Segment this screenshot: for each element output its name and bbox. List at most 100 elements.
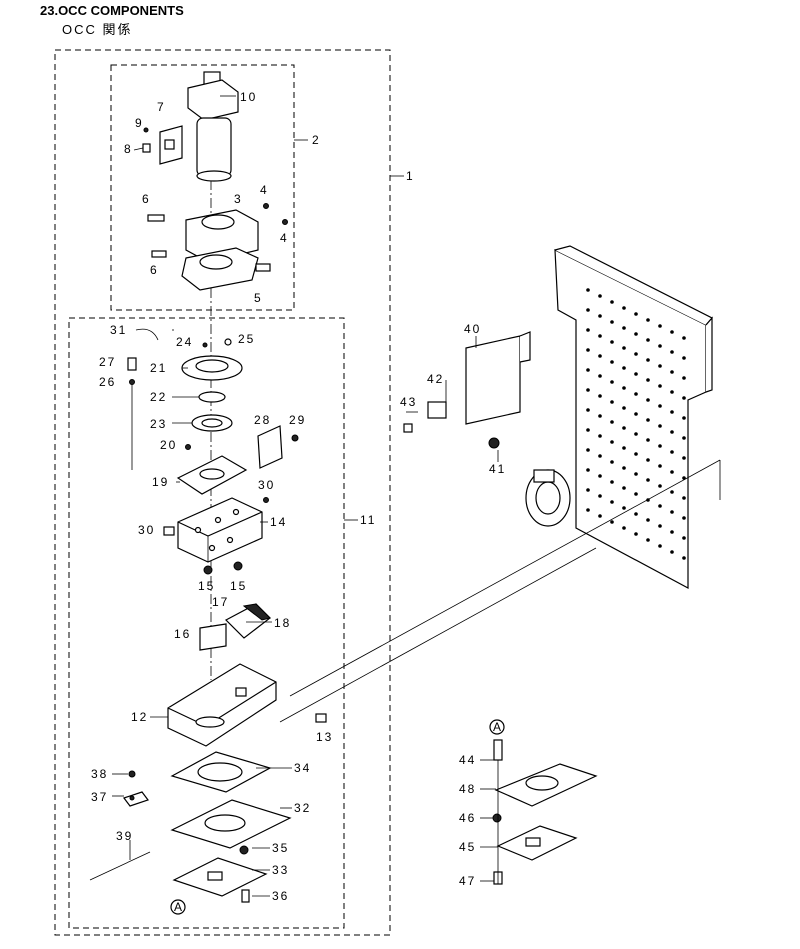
label-part-45: 45 [459, 840, 476, 854]
marker-circle-a-left [170, 899, 186, 915]
board-hole [598, 354, 602, 358]
board-hole [646, 438, 650, 442]
board-hole [622, 406, 626, 410]
label-part-43: 43 [400, 395, 417, 409]
board-hole [586, 448, 590, 452]
board-hole [622, 366, 626, 370]
page-title: 23.OCC COMPONENTS [40, 3, 184, 18]
marker-a-right: A [493, 720, 503, 734]
sub-assembly-A [492, 739, 598, 885]
board-hole [658, 424, 662, 428]
label-part-20: 20 [160, 438, 177, 452]
board-hole [586, 308, 590, 312]
label-part-6b: 6 [150, 263, 159, 277]
label-part-23: 23 [150, 417, 167, 431]
label-part-4b: 4 [280, 231, 289, 245]
board-hole [646, 378, 650, 382]
leader-lines [112, 95, 499, 897]
board-hole [646, 498, 650, 502]
label-part-14: 14 [270, 515, 287, 529]
page-subtitle: OCC 関係 [62, 22, 133, 37]
board-hole [622, 506, 626, 510]
label-part-30b: 30 [138, 523, 155, 537]
board-hole [622, 486, 626, 490]
clip-42 [427, 401, 447, 419]
part-labels: 1 2 3 4 4 5 6 6 7 8 9 10 11 12 13 14 15 … [91, 90, 504, 903]
board-hole [646, 318, 650, 322]
board-hole [610, 520, 614, 524]
board-hole [586, 488, 590, 492]
bracket-28 [257, 425, 299, 469]
board-hole [670, 350, 674, 354]
label-part-26: 26 [99, 375, 116, 389]
board-hole [586, 508, 590, 512]
board-hole [598, 294, 602, 298]
board-hole [622, 426, 626, 430]
board-hole [646, 518, 650, 522]
board-hole [682, 476, 686, 480]
board-hole [610, 360, 614, 364]
board-hole [670, 450, 674, 454]
board-hole [610, 320, 614, 324]
label-part-15b: 15 [230, 579, 247, 593]
label-part-8: 8 [124, 142, 133, 156]
board-hole [634, 372, 638, 376]
board-hole [598, 414, 602, 418]
board-hole [610, 340, 614, 344]
label-part-31: 31 [110, 323, 127, 337]
sensor-body-14 [163, 497, 269, 575]
board-hole [586, 468, 590, 472]
cable-tie-39 [89, 851, 151, 881]
label-part-33: 33 [272, 863, 289, 877]
cover-40 [465, 331, 531, 425]
board-hole [658, 544, 662, 548]
board-hole [610, 460, 614, 464]
plate-33 [172, 857, 268, 897]
board-hole [658, 524, 662, 528]
board-hole [658, 484, 662, 488]
board-hole [622, 386, 626, 390]
slotted-disk-21 [181, 338, 243, 381]
board-hole [622, 526, 626, 530]
clip-31 [135, 328, 159, 341]
board-hole [586, 428, 590, 432]
board-hole [610, 440, 614, 444]
board-hole [646, 338, 650, 342]
label-part-34: 34 [294, 761, 311, 775]
board-hole [586, 408, 590, 412]
label-part-13: 13 [316, 730, 333, 744]
screw-41 [488, 437, 500, 449]
label-part-44: 44 [459, 753, 476, 767]
board-hole [634, 432, 638, 436]
board-hole [586, 348, 590, 352]
board-hole [670, 410, 674, 414]
board-hole [658, 384, 662, 388]
plate-32 [170, 799, 292, 849]
board-hole [634, 312, 638, 316]
board-hole [610, 380, 614, 384]
mounting-board [554, 245, 713, 590]
label-part-7: 7 [157, 100, 166, 114]
screw-27-washer-26 [127, 357, 137, 470]
board-hole [634, 452, 638, 456]
board-hole [682, 516, 686, 520]
label-part-35: 35 [272, 841, 289, 855]
board-hole [682, 456, 686, 460]
board-hole [682, 436, 686, 440]
label-part-30a: 30 [258, 478, 275, 492]
label-part-18: 18 [274, 616, 291, 630]
assembly-box-11 [68, 317, 345, 929]
ring-23 [191, 414, 233, 432]
marker-circle-a-right [489, 719, 505, 735]
board-hole [634, 392, 638, 396]
board-hole [682, 416, 686, 420]
board-hole [658, 404, 662, 408]
board-hole [598, 434, 602, 438]
board-hole [646, 478, 650, 482]
label-part-12: 12 [131, 710, 148, 724]
board-hole [598, 374, 602, 378]
board-hole [598, 314, 602, 318]
washer-22 [198, 391, 226, 403]
label-part-9: 9 [135, 116, 144, 130]
